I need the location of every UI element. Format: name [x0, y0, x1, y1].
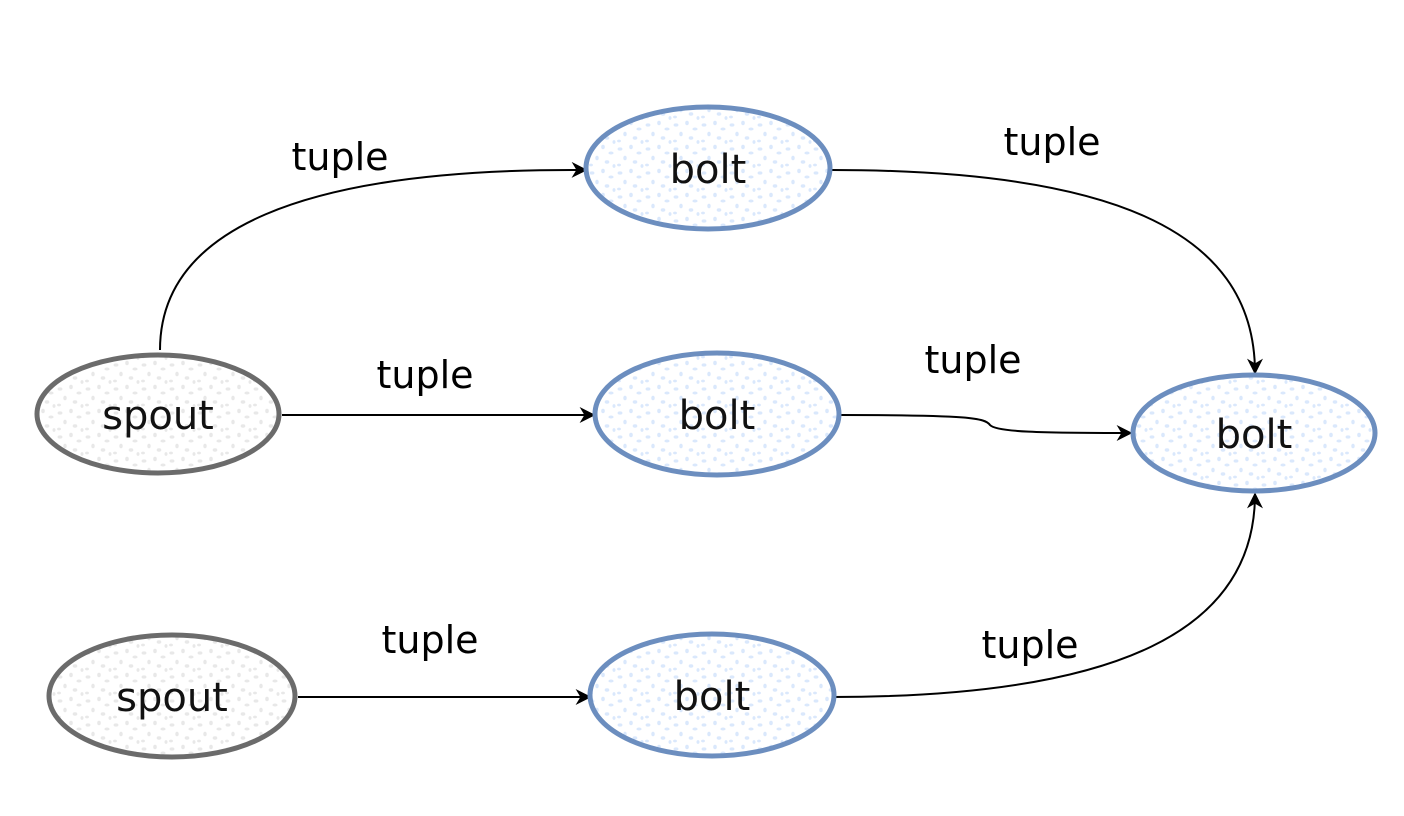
- edge-label: tuple: [376, 353, 473, 397]
- node-label: bolt: [1216, 412, 1293, 458]
- spout-shape: [34, 352, 282, 476]
- edge-line: [831, 169, 1263, 375]
- edge-spout-bottom-to-bolt-bottom: tuple: [298, 618, 592, 705]
- bolt-shape: [583, 104, 833, 232]
- edge-label: tuple: [1003, 120, 1100, 164]
- edge-label: tuple: [924, 338, 1021, 382]
- edge-bolt-bottom-to-bolt-sink: tuple: [831, 492, 1263, 698]
- node-label: spout: [102, 393, 214, 439]
- edge-line: [839, 414, 1133, 441]
- bolt-node-bottom: bolt: [587, 631, 837, 759]
- edge-label: tuple: [291, 135, 388, 179]
- edge-bolt-middle-to-bolt-sink: tuple: [839, 338, 1133, 441]
- edge-bolt-top-to-bolt-sink: tuple: [831, 120, 1263, 375]
- spout-shape: [46, 632, 298, 760]
- bolt-shape: [587, 631, 837, 759]
- bolt-shape: [592, 350, 842, 478]
- edge-label: tuple: [981, 623, 1078, 667]
- bolt-node-top: bolt: [583, 104, 833, 232]
- bolt-node-middle: bolt: [592, 350, 842, 478]
- edge-line: [831, 492, 1263, 698]
- edge-spout-top-to-bolt-middle: tuple: [282, 353, 596, 423]
- node-label: spout: [116, 675, 228, 721]
- bolt-node-sink: bolt: [1130, 372, 1378, 494]
- node-label: bolt: [670, 147, 747, 193]
- edge-spout-top-to-bolt-top: tuple: [159, 135, 588, 351]
- edge-line: [159, 161, 588, 351]
- node-label: bolt: [674, 674, 751, 720]
- node-label: bolt: [679, 393, 756, 439]
- bolt-shape: [1130, 372, 1378, 494]
- spout-node-bottom: spout: [46, 632, 298, 760]
- spout-node-top: spout: [34, 352, 282, 476]
- edge-label: tuple: [381, 618, 478, 662]
